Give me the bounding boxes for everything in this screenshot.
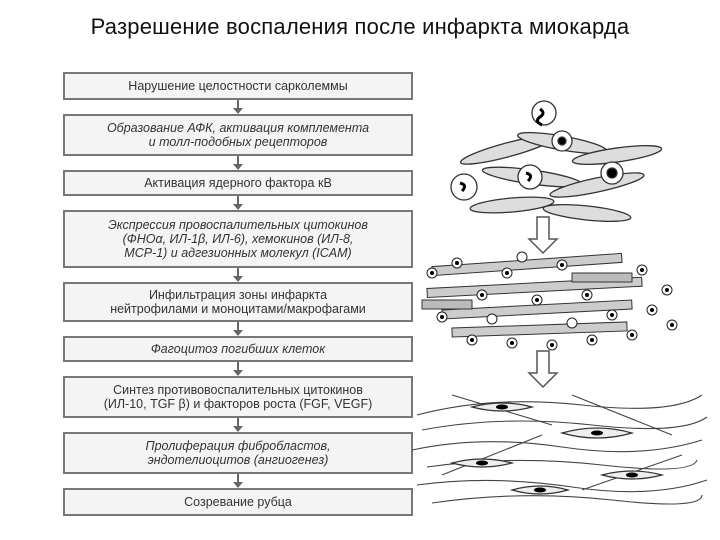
step-nfkb: Активация ядерного фактора кВ (63, 170, 413, 196)
tissue-illustration (412, 100, 708, 505)
page-title: Разрешение воспаления после инфаркта мио… (90, 14, 630, 39)
step-sarcolemma: Нарушение целостности сарколеммы (63, 72, 413, 100)
injured-tissue-panel (450, 100, 663, 222)
step-cytokines: Экспрессия провоспалительных цитокинов (… (63, 210, 413, 268)
flow-arrow (233, 362, 243, 376)
flow-arrow (233, 100, 243, 114)
flow-arrow (233, 474, 243, 488)
flow-arrow (233, 418, 243, 432)
step-phagocytosis: Фагоцитоз погибших клеток (63, 336, 413, 362)
fibroblast-nuclei (476, 404, 638, 493)
flow-arrow (233, 156, 243, 170)
step-infiltration: Инфильтрация зоны инфаркта нейтрофилами … (63, 282, 413, 322)
flow-arrow (233, 196, 243, 210)
flow-arrow (233, 322, 243, 336)
step-anti-inflammatory: Синтез противовоспалительных цитокинов (… (63, 376, 413, 418)
step-proliferation: Пролиферация фибробластов, эндотелиоцито… (63, 432, 413, 474)
step-ros-complement: Образование АФК, активация комплемента и… (63, 114, 413, 156)
stage-arrow (527, 216, 559, 255)
stage-arrow (527, 350, 559, 389)
infiltration-panel (421, 251, 678, 351)
flow-arrow (233, 268, 243, 282)
step-scar-maturation: Созревание рубца (63, 488, 413, 516)
